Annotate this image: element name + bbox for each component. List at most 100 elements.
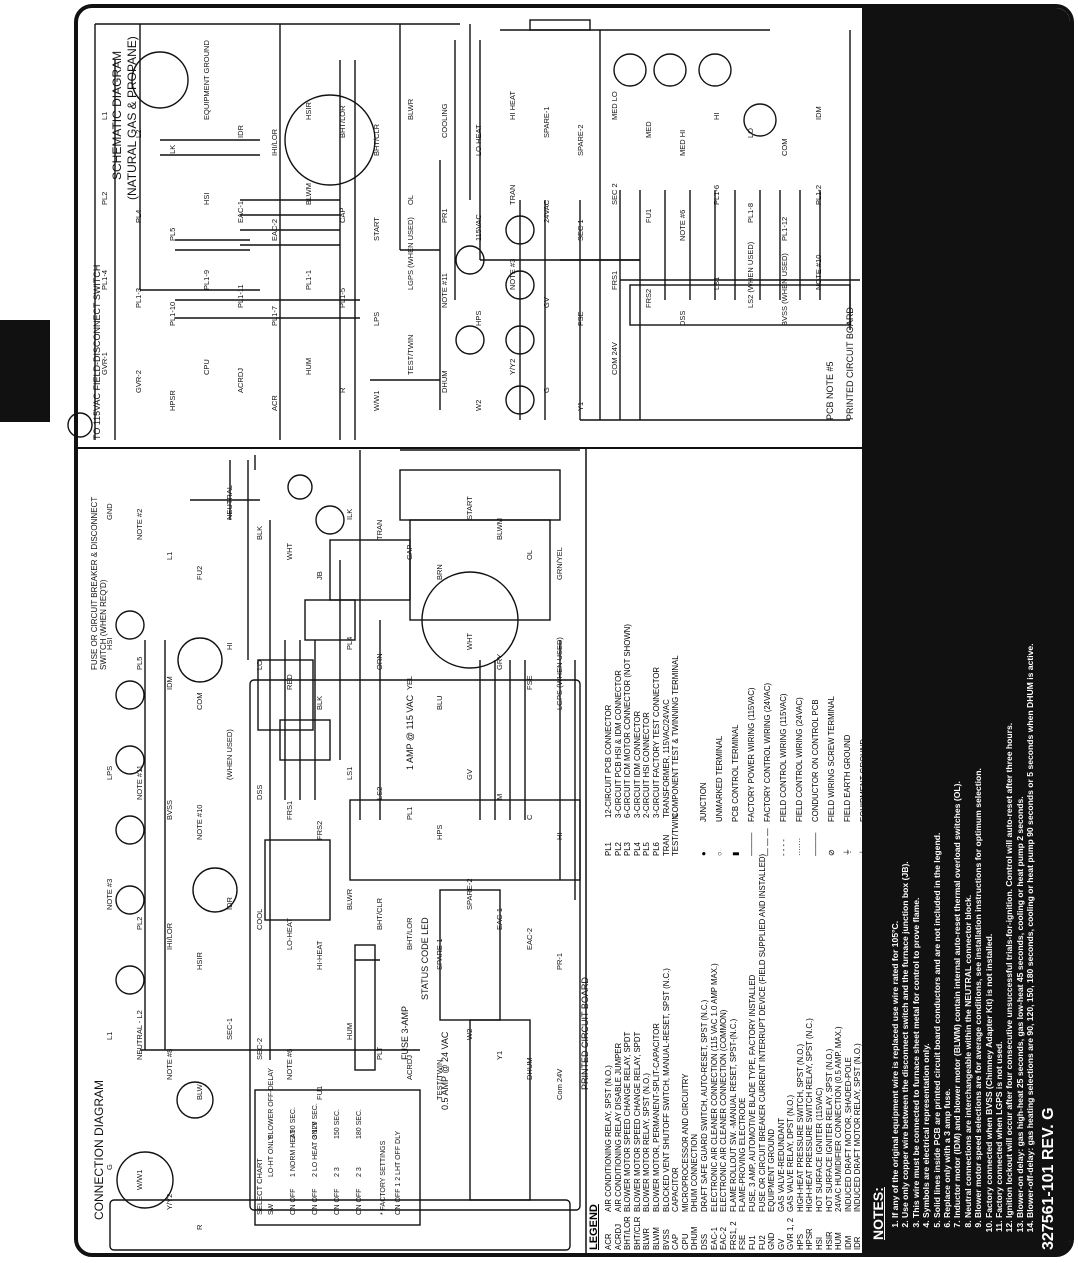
schematic-component-label: PL1-3 <box>134 287 143 308</box>
select-chart-cell: 150 SEC. <box>334 1109 341 1139</box>
connection-component-label: HSIR <box>195 952 204 970</box>
legend-abbr: GVR 1, 2 <box>786 1217 796 1250</box>
note-item: Neutral connections are interchangeable … <box>963 22 973 1218</box>
connection-component-label: L1 <box>105 1031 114 1040</box>
connection-component-label: BVSS <box>165 799 174 820</box>
schematic-component-label: PL1-4 <box>100 269 109 290</box>
schematic-component-label: PL4 <box>134 209 143 223</box>
legend-desc: ELECTRONIC AIR CLEANER CONNECTION (COMMO… <box>719 1009 729 1212</box>
schematic-component-label: LS2 (WHEN USED) <box>746 241 755 308</box>
connection-component-label: W2 <box>465 1028 474 1040</box>
note-item: If any of the original equipment wire is… <box>890 22 900 1218</box>
schematic-component-label: COM <box>780 138 789 157</box>
legend-symbol-icon: ⏚ <box>843 848 852 856</box>
legend-desc: DHUM CONNECTION <box>690 1134 700 1212</box>
schematic-component-label: LS1 <box>712 276 721 290</box>
schematic-component-label: NOTE #6 <box>678 209 687 241</box>
schematic-component-label: PR1 <box>440 208 449 223</box>
legend-symbol-desc: CONDUCTOR ON CONTROL PCB <box>811 699 820 822</box>
schematic-component-label: HI HEAT <box>508 90 517 120</box>
connection-component-label: M <box>495 793 504 800</box>
legend-abbr: BHT/CLR <box>632 1216 642 1250</box>
connection-component-label: TRAN <box>375 519 384 540</box>
legend-desc: FUSE OR CIRCUIT BREAKER CURRENT INTERRUP… <box>757 853 767 1212</box>
legend-abbr: BLWM <box>651 1227 661 1250</box>
legend-symbol-icon: — — — <box>763 828 772 856</box>
legend-desc: BLOCKED VENT SHUTOFF SWITCH, MANUAL-RESE… <box>661 968 671 1212</box>
schematic-component-label: MED LO <box>610 91 619 120</box>
legend-abbr: GND <box>767 1232 777 1250</box>
legend-symbol-desc: JUNCTION <box>699 782 708 822</box>
note-item: Blower motor speed selections are for av… <box>973 22 983 1218</box>
schematic-subtitle: (NATURAL GAS & PROPANE) <box>125 36 139 200</box>
schematic-component-label: HPS <box>474 310 483 326</box>
legend-symbol-icon: ······· <box>795 837 804 856</box>
legend-desc: 6-CIRCUIT ICM MOTOR CONNECTOR (NOT SHOWN… <box>623 624 633 818</box>
legend-desc: TRANSFORMER, 115VAC/24VAC <box>661 699 671 818</box>
connection-component-label: Y1 <box>495 1050 504 1060</box>
connection-component-label: PL4 <box>345 636 354 650</box>
select-chart-cell: ON OFF <box>356 1188 363 1215</box>
schematic-component-label: GV <box>542 297 551 308</box>
select-chart-cell: 2 3 <box>356 1167 363 1177</box>
select-chart-footer: * FACTORY SETTINGS <box>380 1140 387 1215</box>
schematic-component-label: EAC-2 <box>270 218 279 241</box>
connection-component-label: WHT <box>465 632 474 650</box>
legend-symbol-row: ●JUNCTION <box>696 683 712 856</box>
schematic-component-label: GVR-1 <box>100 352 109 375</box>
note-item: Inductor motor (IDM) and blower motor (B… <box>952 22 962 1218</box>
schematic-component-label: FU1 <box>644 208 653 223</box>
legend-col-3: ●JUNCTION○UNMARKED TERMINAL▮PCB CONTROL … <box>696 683 862 856</box>
connection-wires <box>109 449 581 1251</box>
legend-desc: FUSE, 3 AMP, AUTOMOTIVE BLADE TYPE, FACT… <box>747 974 757 1212</box>
schematic-component-label: NOTE #3 <box>508 258 517 290</box>
connection-component-label: BLW <box>195 1084 204 1100</box>
schematic-component-label: R <box>338 387 347 393</box>
schematic-component-label: W/W1 <box>372 390 381 411</box>
schematic-component-label: IHI/LOR <box>270 128 279 156</box>
legend-abbr: FU2 <box>757 1235 767 1250</box>
legend-symbol-desc: FIELD EARTH GROUND <box>843 734 852 822</box>
connection-component-label: W/W1 <box>135 1169 144 1190</box>
legend-desc: GAS VALVE RELAY, DPST (N.O.) <box>786 1094 796 1212</box>
connection-component-label: BRN <box>435 564 444 580</box>
legend-abbr: HSI <box>815 1237 825 1250</box>
select-chart-cell: ON OFF <box>312 1188 319 1215</box>
legend-desc: 3-CIRCUIT IDM CONNECTOR <box>632 710 642 818</box>
connection-component-label: BHT/LOR <box>405 917 414 950</box>
legend-abbr: FSE <box>738 1234 748 1250</box>
connection-component-label: ACRDJ <box>405 1054 414 1080</box>
page-edge-tab <box>0 320 50 422</box>
connection-component-label: START <box>465 496 474 520</box>
note-item: Blower-on delay: gas high-heat 25 second… <box>1015 22 1025 1218</box>
legend-abbr: PL4 <box>632 842 642 856</box>
select-chart-cell: 3 90 SEC. <box>290 1107 297 1139</box>
dip-switch-label: ON OFF 1 2 LHT OFF DLY <box>395 1130 402 1215</box>
legend-symbol-icon: ▮ <box>731 851 740 856</box>
legend-symbol-icon: ⊘ <box>827 849 836 856</box>
connection-component-label: HI-HEAT <box>315 940 324 970</box>
note-item: Use only copper wire between the disconn… <box>900 22 910 1218</box>
connection-component-label: SEC-2 <box>255 1037 264 1060</box>
connection-component-label: PL1 <box>405 806 414 820</box>
pcb-note-label: PCB NOTE #5 <box>825 361 835 420</box>
legend-symbol-icon: ○ <box>715 851 724 856</box>
connection-component-label: YEL <box>405 675 414 690</box>
schematic-component-label: CAP <box>338 207 347 223</box>
connection-component-label: BLK <box>315 695 324 710</box>
connection-component-label: RED <box>285 674 294 690</box>
connection-component-label: HPS <box>435 824 444 840</box>
legend-symbol-row: ▮PCB CONTROL TERMINAL <box>728 683 744 856</box>
legend-abbr: HSIR <box>824 1231 834 1250</box>
schematic-component-label: SPARE-1 <box>542 106 551 138</box>
schematic-component-label: DHUM <box>440 370 449 394</box>
